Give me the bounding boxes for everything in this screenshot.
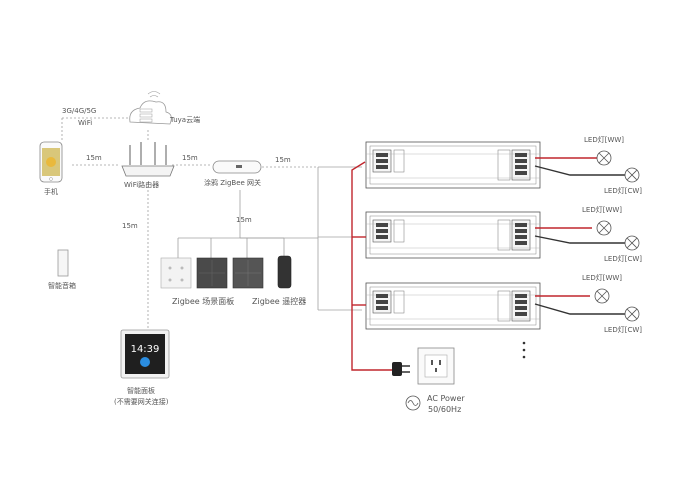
smart-panel-icon: [120, 329, 170, 379]
gateway-label: 涂鸦 ZigBee 网关: [204, 178, 261, 187]
ac-power-label: AC Power: [427, 394, 465, 403]
cloud-label: Tuya云端: [169, 115, 200, 124]
wifi-label: WiFi: [78, 119, 92, 127]
more-drivers-dots: [522, 341, 526, 359]
lamp-ww-3: [594, 288, 610, 304]
length-router-gateway: 15m: [182, 154, 198, 162]
smart-panel-note: (不需要网关连接): [114, 397, 169, 406]
gateway-icon: [212, 160, 262, 174]
phone-label: 手机: [44, 187, 58, 196]
length-router-panel: 15m: [122, 222, 138, 230]
speaker-icon: [57, 249, 69, 277]
scene-panel-label: Zigbee 场景面板: [172, 296, 234, 306]
length-phone-router: 15m: [86, 154, 102, 162]
lamp-cw-2: [624, 235, 640, 251]
cloud-icon: [129, 91, 172, 125]
remote-control-icon: [277, 255, 292, 289]
lamps: [594, 150, 640, 322]
lamp-cw-label-1: LED灯[CW]: [604, 186, 642, 195]
lamp-cw-label-2: LED灯[CW]: [604, 254, 642, 263]
lamp-cw-1: [624, 167, 640, 183]
led-driver-3: [365, 282, 541, 330]
led-driver-1: [365, 141, 541, 189]
led-driver-2: [365, 211, 541, 259]
lamp-ww-label-1: LED灯[WW]: [584, 135, 624, 144]
lamp-cw-label-3: LED灯[CW]: [604, 325, 642, 334]
plug-icon: [392, 362, 410, 376]
scene-panel-white-icon: [160, 257, 192, 289]
lamp-ww-2: [596, 220, 612, 236]
phone-icon: [39, 141, 63, 183]
router-icon: [121, 142, 175, 177]
ac-sine-icon: [405, 395, 421, 411]
mobile-network-label: 3G/4G/5G: [62, 107, 96, 115]
router-label: WiFi路由器: [124, 180, 159, 189]
scene-panel-gray-icon: [232, 257, 264, 289]
length-gateway-switches: 15m: [236, 216, 252, 224]
lamp-cw-3: [624, 306, 640, 322]
smart-panel-label: 智能面板: [127, 386, 155, 395]
lamp-ww-1: [596, 150, 612, 166]
smart-panel-clock: 14:39: [131, 344, 160, 355]
power-wires: [351, 157, 626, 371]
ac-frequency-label: 50/60Hz: [428, 405, 461, 414]
drivers: [365, 141, 541, 330]
lamp-ww-label-3: LED灯[WW]: [582, 273, 622, 282]
speaker-label: 智能音箱: [48, 281, 76, 290]
remote-label: Zigbee 遥控器: [252, 296, 306, 306]
length-gateway-drivers: 15m: [275, 156, 291, 164]
lamp-ww-label-2: LED灯[WW]: [582, 205, 622, 214]
wall-socket-icon: [417, 347, 455, 385]
scene-panel-dark-icon: [196, 257, 228, 289]
